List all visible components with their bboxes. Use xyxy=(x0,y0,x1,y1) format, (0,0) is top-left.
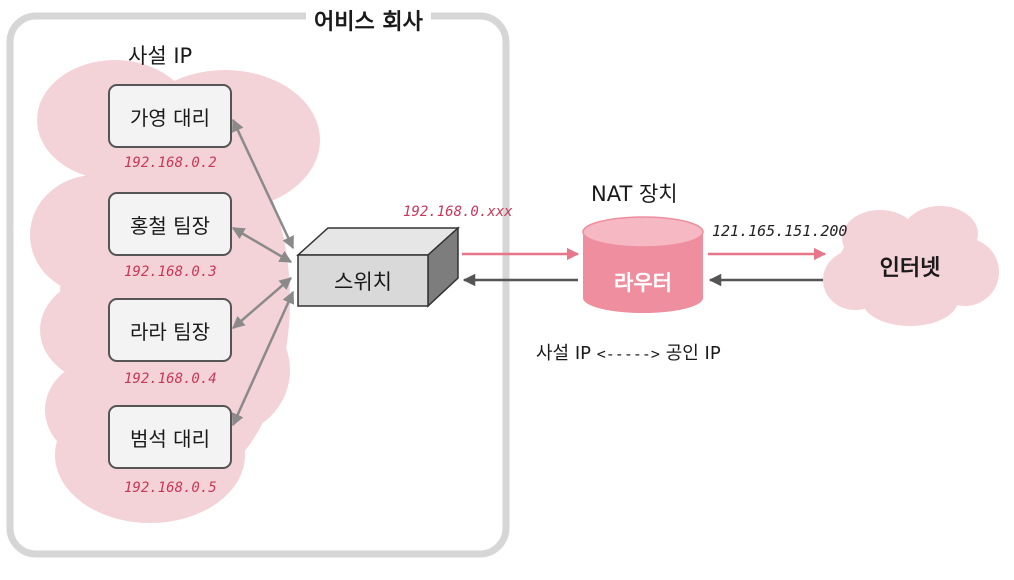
internet-label: 인터넷 xyxy=(879,256,941,281)
translation-from: 사설 IP xyxy=(536,343,592,364)
switch-label: 스위치 xyxy=(334,269,392,294)
internet-cloud xyxy=(823,206,999,326)
public-ip: 121.165.151.200 xyxy=(712,222,848,240)
company-title: 어비스 회사 xyxy=(306,4,431,36)
employee-box-hongcheol: 홍철 팀장 xyxy=(108,192,232,256)
translation-to: 공인 IP xyxy=(665,343,721,364)
switch-box xyxy=(296,226,460,308)
router-label: 라우터 xyxy=(614,271,672,295)
translation-arrow: <-----> xyxy=(596,345,660,363)
employee-ip-gayoung: 192.168.0.2 xyxy=(124,155,217,171)
employee-box-lala: 라라 팀장 xyxy=(108,298,232,362)
switch-ip: 192.168.0.xxx xyxy=(403,204,513,220)
employee-links xyxy=(231,118,295,427)
employee-ip-beomseok: 192.168.0.5 xyxy=(124,480,217,496)
nat-translation: 사설 IP <-----> 공인 IP xyxy=(536,339,721,365)
employee-ip-lala: 192.168.0.4 xyxy=(124,371,217,387)
employee-ip-hongcheol: 192.168.0.3 xyxy=(124,264,217,280)
nat-title: NAT 장치 xyxy=(591,182,678,206)
router-cylinder xyxy=(582,216,704,313)
employee-box-beomseok: 범석 대리 xyxy=(108,405,232,469)
company-frame xyxy=(6,12,510,558)
private-ip-label: 사설 IP xyxy=(128,44,193,68)
employee-box-gayoung: 가영 대리 xyxy=(108,84,232,148)
